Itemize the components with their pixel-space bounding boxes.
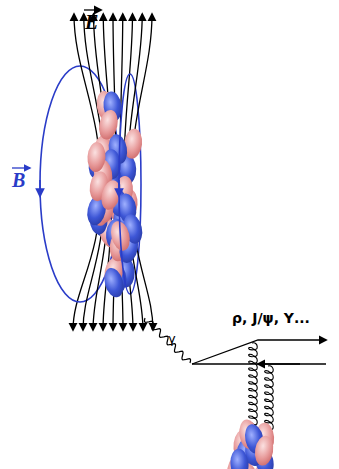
loop-arrow [39, 180, 41, 196]
gluon-coil [265, 366, 274, 430]
photon-line [145, 318, 191, 363]
gluon-coil [249, 343, 258, 432]
quark-loop [192, 340, 326, 364]
field-line [131, 14, 152, 185]
nucleon [229, 448, 250, 469]
magnetic-loop-front [40, 66, 130, 302]
nucleon [253, 434, 275, 466]
field-symbol-e: E [85, 12, 98, 32]
loop-arrow [118, 180, 120, 196]
vector-arrow-b [12, 167, 30, 168]
vector-arrow-e [84, 9, 101, 10]
meson-label: ρ, J/ψ, Υ... [232, 311, 310, 325]
photon-wave [145, 318, 191, 363]
magnetic-loop [119, 74, 130, 294]
nucleon [96, 108, 120, 141]
nucleus-bottom [223, 418, 276, 469]
photon-symbol: γ [168, 332, 176, 345]
magnetic-loop [40, 66, 80, 302]
electric-field-lines [73, 14, 153, 330]
field-symbol-b: B [12, 170, 25, 190]
nucleon [86, 142, 106, 173]
gluon-lines [249, 343, 274, 432]
nucleus-top [85, 90, 145, 300]
